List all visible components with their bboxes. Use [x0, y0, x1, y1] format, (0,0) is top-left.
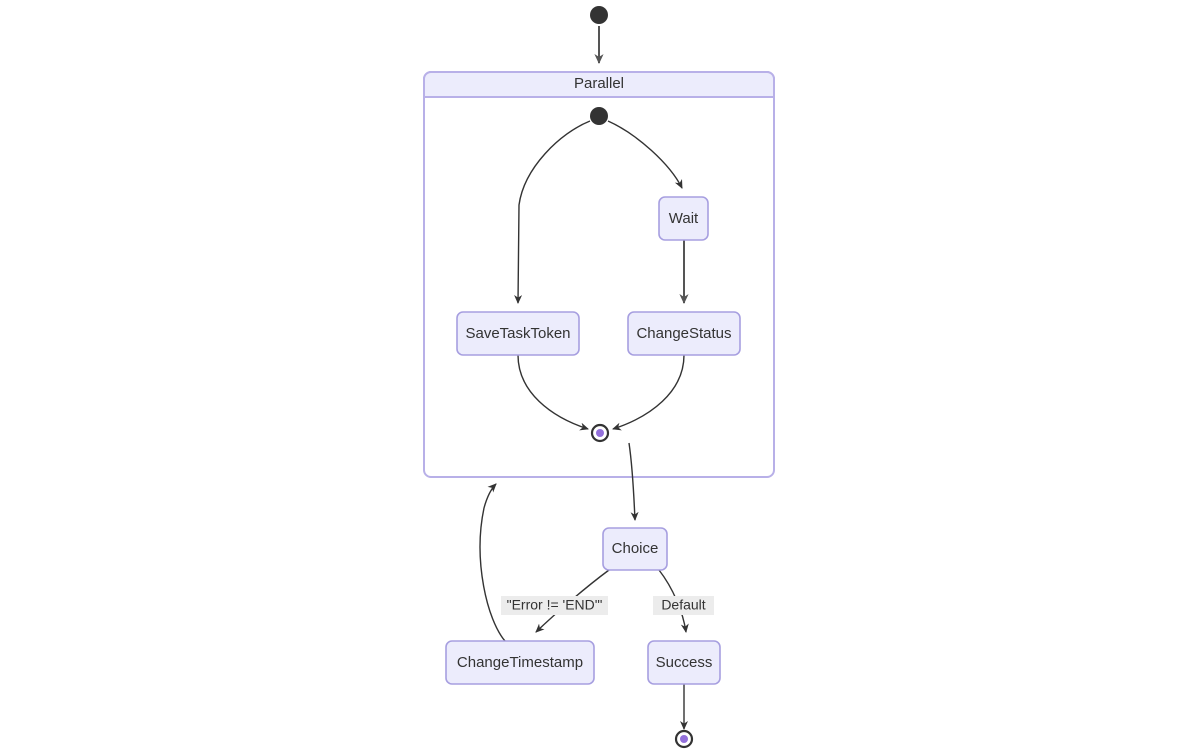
state-node-savetasktoken[interactable]: SaveTaskToken	[456, 311, 580, 356]
composite-body-rect	[423, 71, 775, 478]
fork-start-state-node[interactable]	[590, 107, 608, 125]
edge-label-error-text: "Error != 'END'"	[507, 597, 603, 613]
state-node-choice[interactable]: Choice	[602, 527, 668, 571]
state-node-changestatus[interactable]: ChangeStatus	[627, 311, 741, 356]
edge-changestatus-to-join	[612, 354, 685, 431]
edge-savetasktoken-to-join	[517, 354, 589, 431]
edge-label-error: "Error != 'END'"	[501, 596, 608, 615]
state-node-wait[interactable]: Wait	[658, 196, 709, 241]
state-node-wait-label: Wait	[669, 210, 699, 227]
join-end-state-dot	[596, 429, 604, 437]
join-end-state-node[interactable]	[590, 423, 610, 443]
edge-parallel-to-choice	[628, 442, 639, 521]
state-node-savetasktoken-label: SaveTaskToken	[465, 325, 570, 342]
composite-title-label: Parallel	[574, 75, 624, 92]
edge-changetimestamp-to-parallel	[479, 483, 506, 642]
state-node-success-rect	[647, 640, 721, 685]
end-state-node[interactable]	[674, 729, 694, 749]
end-state-dot	[680, 735, 688, 743]
edge-label-error-bg	[501, 596, 608, 615]
state-node-success-label: Success	[656, 654, 713, 671]
edge-fork-to-savetasktoken	[514, 120, 591, 304]
edge-label-default: Default	[653, 596, 714, 615]
edge-label-default-bg	[653, 596, 714, 615]
edge-label-default-text: Default	[661, 597, 705, 613]
start-state-node[interactable]	[590, 6, 608, 24]
state-node-savetasktoken-rect	[456, 311, 580, 356]
state-node-changetimestamp[interactable]: ChangeTimestamp	[445, 640, 595, 685]
state-node-changetimestamp-label: ChangeTimestamp	[457, 654, 583, 671]
state-node-choice-rect	[602, 527, 668, 571]
state-node-changestatus-label: ChangeStatus	[636, 325, 731, 342]
edge-fork-to-wait	[607, 120, 683, 189]
state-node-success[interactable]: Success	[647, 640, 721, 685]
state-node-changestatus-rect	[627, 311, 741, 356]
composite-state-parallel[interactable]: Parallel	[423, 71, 775, 478]
state-node-choice-label: Choice	[612, 540, 659, 557]
state-node-wait-rect	[658, 196, 709, 241]
state-node-changetimestamp-rect	[445, 640, 595, 685]
composite-title-bar	[423, 71, 775, 98]
